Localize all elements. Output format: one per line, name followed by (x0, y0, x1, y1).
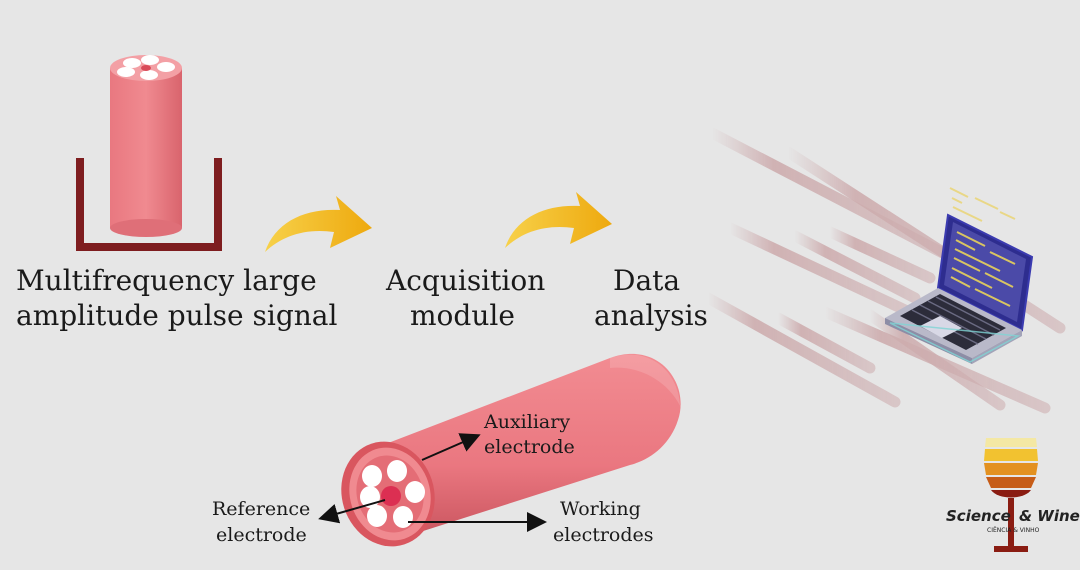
auxiliary-label-line1: Auxiliary (484, 411, 571, 433)
tube-electrode (341, 353, 682, 547)
reference-label-line1: Reference (212, 498, 311, 520)
logo-subtitle: CIÊNCIA & VINHO (987, 527, 1040, 534)
acquisition-label-line2: module (410, 299, 515, 332)
wine-glass-logo (984, 438, 1038, 552)
reference-label-line2: electrode (216, 524, 307, 546)
reference-pointer (318, 499, 386, 524)
beaker (76, 158, 222, 251)
auxiliary-label-line2: electrode (484, 436, 575, 458)
acquisition-label-line1: Acquisition (386, 264, 546, 297)
laptop-icon (885, 187, 1034, 364)
logo-name-left: Science (946, 507, 1011, 525)
flow-arrow-1 (265, 196, 372, 252)
logo-name-right: & Wine (1019, 507, 1080, 525)
data-analysis-label-line1: Data (613, 264, 681, 297)
data-analysis-label-line2: analysis (594, 299, 708, 332)
working-label-line1: Working (560, 498, 641, 520)
working-label-line2: electrodes (553, 524, 654, 546)
signal-label-line2: amplitude pulse signal (16, 299, 338, 332)
annotation-arrows (318, 433, 547, 532)
flow-arrow-2 (505, 192, 612, 248)
signal-label-line1: Multifrequency large (16, 264, 317, 297)
vertical-electrode (110, 55, 182, 237)
auxiliary-pointer (421, 433, 481, 461)
